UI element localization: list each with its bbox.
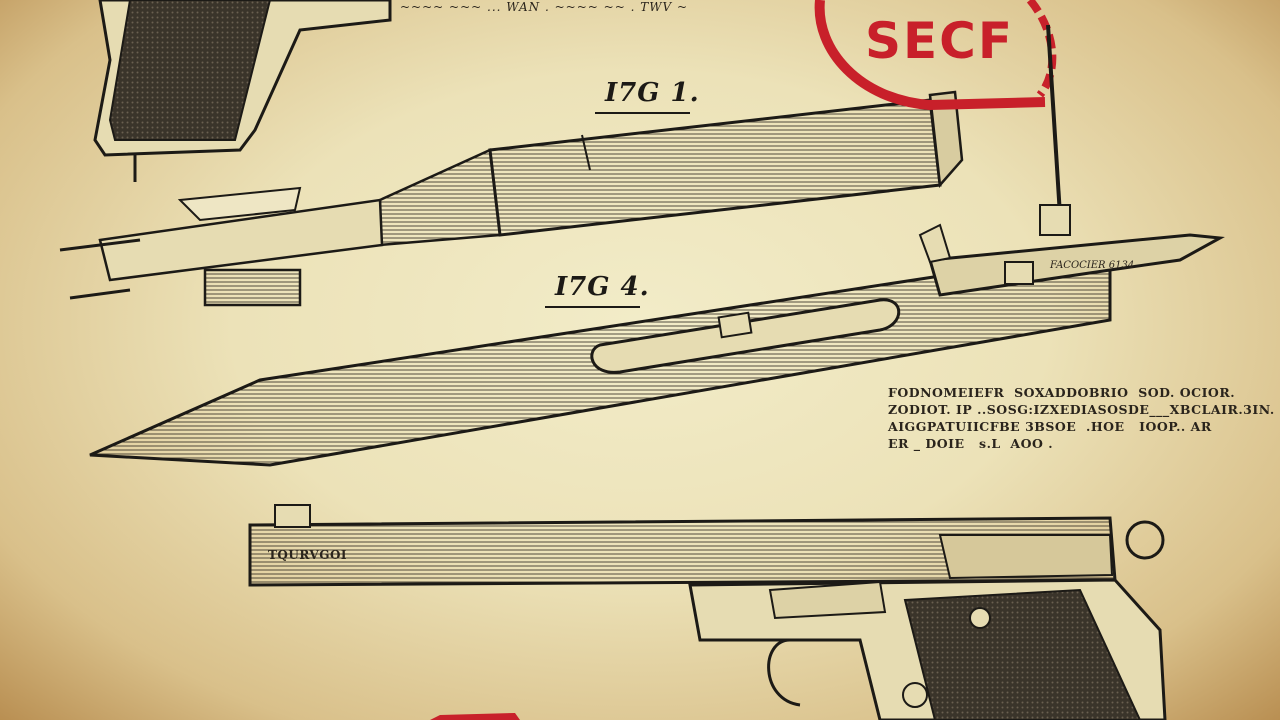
vertical-rod xyxy=(1039,24,1071,236)
specification-text-block: FODNOMEIEFR SOXADDOBRIO SOD. OCIOR. ZODIO… xyxy=(888,384,1275,452)
barrel-assembly-middle xyxy=(89,223,1225,467)
red-label-fragment xyxy=(430,713,520,720)
header-scribble: ~~~~ ~~~ ... WAN . ~~~~ ~~ . TWV ~ xyxy=(400,0,689,14)
spec-line: ER _ DOIE s.L AOO . xyxy=(888,436,1054,451)
figure-label-1: I7G 1. xyxy=(595,78,700,114)
slide-part-tag: TQURVGOI xyxy=(268,548,348,562)
pistol-bottom xyxy=(248,504,1167,720)
barrel-assembly-upper xyxy=(59,90,964,307)
figure-label-2: I7G 4. xyxy=(545,272,650,308)
red-stamp xyxy=(814,0,1057,111)
spec-line: ZODIOT. IP ..SOSG:IZXEDIASOSDE___XBCLAIR… xyxy=(888,402,1275,417)
receiver-part-tag: FACOCIER 6134 xyxy=(1050,260,1135,271)
spec-line: AIGGPATUIICFBE 3BSOE .HOE IOOP.. AR xyxy=(888,419,1212,434)
spec-line: FODNOMEIEFR SOXADDOBRIO SOD. OCIOR. xyxy=(888,385,1236,400)
stamp-text: SECF xyxy=(865,12,1015,70)
pistol-top-left xyxy=(93,0,392,182)
